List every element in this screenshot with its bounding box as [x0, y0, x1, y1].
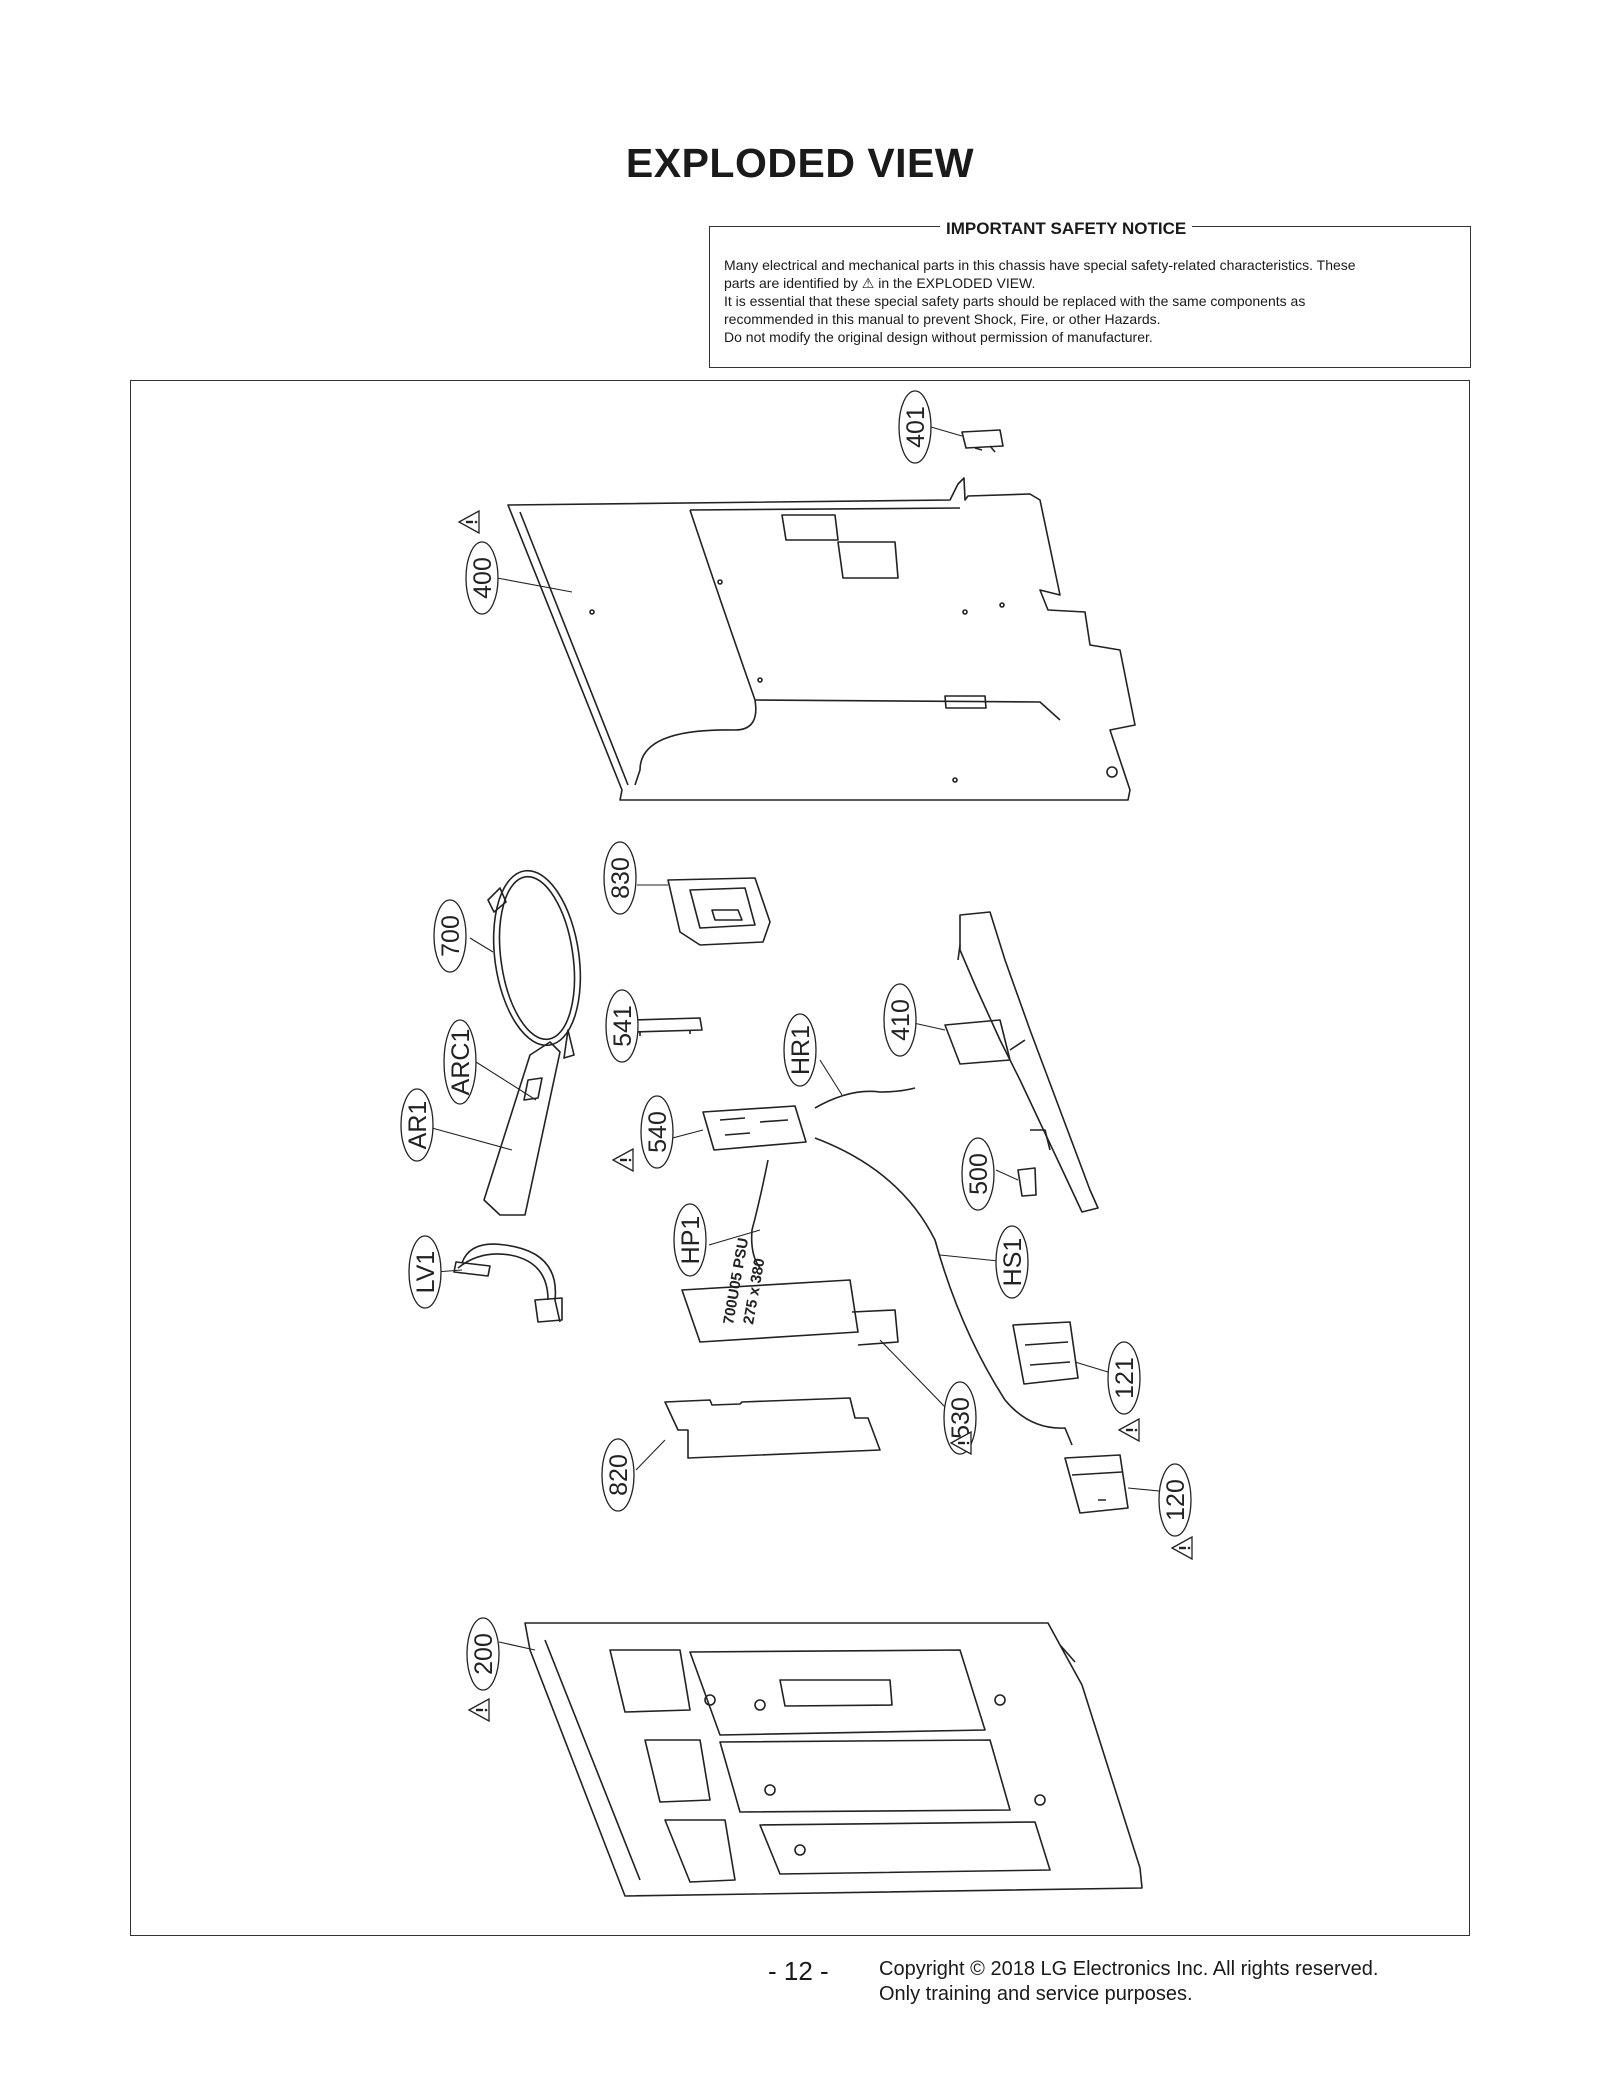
- warning-triangle-icon: [457, 509, 480, 535]
- part-120-speaker: [1064, 1454, 1129, 1514]
- callout-label: HR1: [787, 1025, 815, 1075]
- notice-line: Many electrical and mechanical parts in …: [724, 257, 1356, 273]
- part-hp1-cable: [750, 1159, 769, 1269]
- part-500: [1017, 1167, 1037, 1197]
- warning-triangle-icon: [467, 1697, 490, 1723]
- copyright-notice: Copyright © 2018 LG Electronics Inc. All…: [879, 1957, 1378, 2007]
- safety-warning-marks: [457, 509, 1193, 1723]
- callout-700: 700: [433, 899, 467, 973]
- callout-label: HS1: [999, 1238, 1027, 1287]
- callout-541: 541: [605, 989, 639, 1063]
- callout-540: 540: [640, 1095, 674, 1169]
- callout-label: 830: [607, 857, 635, 899]
- part-540-main-board: [702, 1105, 807, 1151]
- callout-830: 830: [603, 841, 637, 915]
- callout-label: 200: [470, 1633, 498, 1675]
- callout-label: HP1: [677, 1216, 705, 1265]
- callout-label: 410: [887, 999, 915, 1041]
- callout-label: ARC1: [447, 1029, 475, 1096]
- callout-label: 820: [605, 1454, 633, 1496]
- part-lv1-cable: [453, 1243, 563, 1323]
- warning-triangle-icon: ⚠: [861, 275, 875, 291]
- warning-triangle-icon: [611, 1147, 634, 1173]
- safety-notice-title: IMPORTANT SAFETY NOTICE: [940, 219, 1193, 239]
- callout-121: 121: [1107, 1341, 1141, 1415]
- page-number: - 12 -: [768, 1956, 829, 1986]
- part-530-power-board: [681, 1279, 899, 1346]
- warning-triangle-icon: [949, 1430, 972, 1456]
- callout-label: 400: [469, 557, 497, 599]
- part-541-board: [631, 1017, 703, 1036]
- callout-hr1: HR1: [783, 1013, 817, 1087]
- part-ar1-remote: [483, 1041, 561, 1216]
- callout-label: 401: [902, 406, 930, 448]
- callout-400: 400: [465, 541, 499, 615]
- usage-line: Only training and service purposes.: [879, 1983, 1193, 2005]
- part-121-speaker: [1012, 1321, 1079, 1385]
- notice-line: It is essential that these special safet…: [724, 293, 1306, 309]
- safety-notice-body: Many electrical and mechanical parts in …: [724, 256, 1457, 346]
- part-200-module: [524, 1622, 1143, 1897]
- callout-200: 200: [466, 1617, 500, 1691]
- callout-401: 401: [898, 390, 932, 464]
- callout-820: 820: [601, 1438, 635, 1512]
- callout-hp1: HP1: [673, 1203, 707, 1277]
- notice-line: parts are identified by ⚠ in the EXPLODE…: [724, 275, 1036, 291]
- callout-label: 541: [609, 1005, 637, 1047]
- part-401-bracket: [961, 429, 1004, 453]
- part-400-back-cover: [507, 477, 1136, 801]
- part-820-sheet: [664, 1397, 881, 1459]
- callout-120: 120: [1158, 1463, 1192, 1537]
- warning-triangle-icon: [1117, 1417, 1140, 1443]
- callout-label: 120: [1162, 1479, 1190, 1521]
- part-410-rail: [944, 911, 1099, 1213]
- callout-lv1: LV1: [408, 1235, 442, 1309]
- callout-label: 700: [437, 915, 465, 957]
- callout-label: LV1: [412, 1251, 440, 1294]
- page-title: EXPLODED VIEW: [625, 140, 975, 186]
- callout-label: 540: [644, 1111, 672, 1153]
- notice-line: Do not modify the original design withou…: [724, 329, 1153, 345]
- part-hs1-cable: [814, 1137, 1073, 1446]
- callout-label: 500: [965, 1153, 993, 1195]
- callout-410: 410: [883, 983, 917, 1057]
- callout-hs1: HS1: [995, 1225, 1029, 1299]
- callout-ar1: AR1: [400, 1088, 434, 1162]
- notice-line: recommended in this manual to prevent Sh…: [724, 311, 1161, 327]
- callout-500: 500: [961, 1137, 995, 1211]
- callout-label: 121: [1111, 1357, 1139, 1399]
- callout-arc1: ARC1: [443, 1019, 477, 1105]
- warning-triangle-icon: [1170, 1535, 1193, 1561]
- callout-label: AR1: [404, 1101, 432, 1150]
- part-830-bracket: [667, 877, 771, 946]
- part-hr1-cable: [814, 1087, 916, 1109]
- copyright-line: Copyright © 2018 LG Electronics Inc. All…: [879, 1958, 1379, 1980]
- diagram-frame: [130, 380, 1470, 1936]
- part-700-power-cord: [487, 869, 582, 1059]
